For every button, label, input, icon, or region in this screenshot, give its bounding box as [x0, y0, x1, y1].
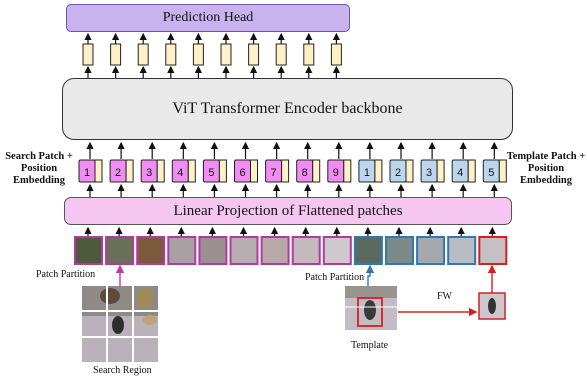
token-number: 9	[333, 167, 339, 179]
position-embedding	[405, 159, 414, 183]
template-partition-arrow	[365, 264, 375, 286]
template-image	[345, 286, 397, 330]
position-embedding	[374, 159, 383, 183]
position-embedding	[125, 159, 134, 183]
output-tokens	[82, 32, 342, 78]
search-patch-label: Search Patch + Position Embedding	[2, 151, 76, 187]
output-token	[220, 43, 232, 66]
input-tokens: 1 2 3 4 5 6 7 8 9 1 2 3 4 5	[78, 141, 507, 197]
template-label-line1: Template Patch +	[506, 151, 586, 162]
search-region-image	[82, 286, 158, 362]
template-patch-label: Template Patch + Position Embedding	[505, 151, 587, 187]
output-token	[275, 43, 287, 66]
token-number: 5	[208, 167, 214, 179]
token-number: 4	[457, 167, 463, 179]
token-number: 5	[488, 167, 494, 179]
token-number: 4	[177, 167, 183, 179]
template-patch	[478, 236, 508, 265]
position-embedding	[498, 159, 507, 183]
search-patch	[322, 236, 352, 265]
search-label-line3: Embedding	[13, 175, 65, 186]
template-patch	[447, 236, 477, 265]
token-number: 1	[364, 167, 370, 179]
connectors	[115, 264, 497, 317]
search-label-line2: Position	[20, 163, 58, 174]
position-embedding	[281, 159, 290, 183]
template-label-line2: Position	[527, 163, 565, 174]
position-embedding	[94, 159, 103, 183]
search-patch	[291, 236, 321, 265]
output-token	[137, 43, 149, 66]
template-label-line3: Embedding	[520, 175, 572, 186]
position-embedding	[187, 159, 196, 183]
token-number: 3	[426, 167, 432, 179]
search-patch	[229, 236, 259, 265]
position-embedding	[156, 159, 165, 183]
token-number: 2	[115, 167, 121, 179]
position-embedding	[250, 159, 258, 183]
cropped-template-image	[478, 292, 506, 320]
token-number: 2	[395, 167, 401, 179]
output-token	[110, 43, 122, 66]
token-number: 1	[84, 167, 90, 179]
position-embedding	[343, 159, 352, 183]
output-token	[192, 43, 204, 66]
search-patch	[260, 236, 290, 265]
fw-caption: FW	[437, 291, 452, 302]
patch-partition-left-caption: Patch Partition	[36, 269, 96, 280]
template-patch	[416, 236, 446, 265]
template-patch	[385, 236, 414, 265]
position-embedding	[467, 159, 476, 183]
search-patch	[198, 236, 228, 265]
token-number: 7	[271, 167, 277, 179]
search-patch	[105, 236, 135, 265]
position-embedding	[218, 159, 227, 183]
search-patch	[167, 236, 197, 265]
output-token	[82, 43, 94, 66]
linear-projection-box: Linear Projection of Flattened patches	[64, 197, 512, 225]
search-label-line1: Search Patch +	[5, 151, 73, 162]
token-number: 8	[302, 167, 308, 179]
vit-encoder-box: ViT Transformer Encoder backbone	[62, 78, 513, 140]
template-caption: Template	[351, 340, 389, 351]
position-embedding	[312, 159, 321, 183]
patch-partition-right-caption: Patch Partition	[305, 272, 365, 283]
search-patch	[136, 236, 166, 265]
position-embedding	[436, 159, 445, 183]
output-token	[165, 43, 177, 66]
output-token	[303, 43, 315, 66]
image-patches	[74, 226, 508, 265]
token-number: 6	[239, 167, 245, 179]
token-number: 3	[146, 167, 152, 179]
output-token	[248, 43, 260, 66]
search-patch	[74, 236, 103, 265]
search-region-caption: Search Region	[93, 365, 152, 376]
template-patch	[353, 236, 383, 265]
output-token	[330, 43, 342, 66]
prediction-head-box: Prediction Head	[66, 4, 350, 32]
